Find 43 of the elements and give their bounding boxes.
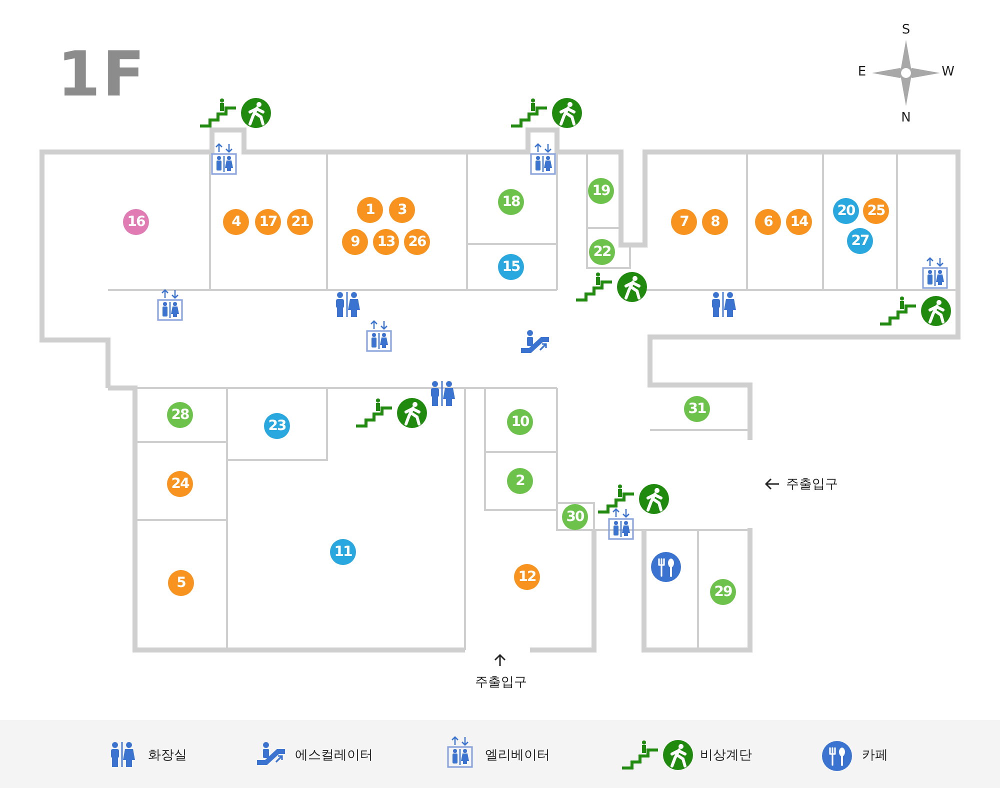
entrance-label: 주출입구	[786, 476, 838, 493]
store-number-marker: 25	[863, 198, 889, 224]
legend-label: 카페	[862, 747, 888, 764]
store-number-marker: 12	[514, 564, 540, 590]
store-number-marker: 30	[562, 504, 588, 530]
legend-label: 엘리베이터	[485, 747, 550, 764]
store-number-marker: 18	[498, 189, 524, 215]
store-number-marker: 31	[684, 396, 710, 422]
store-number-marker: 20	[833, 198, 859, 224]
store-number-marker: 10	[507, 409, 533, 435]
store-number-marker: 23	[264, 413, 290, 439]
legend-label: 화장실	[148, 747, 187, 764]
store-number-marker: 24	[167, 471, 193, 497]
store-number-marker: 16	[123, 209, 149, 235]
store-number-marker: 3	[389, 197, 415, 223]
legend-label: 비상계단	[700, 747, 752, 764]
store-number-marker: 28	[167, 402, 193, 428]
store-number-marker: 9	[342, 229, 368, 255]
store-number-marker: 14	[786, 209, 812, 235]
store-number-marker: 5	[168, 570, 194, 596]
legend-label: 에스컬레이터	[295, 747, 373, 764]
store-number-marker: 8	[702, 209, 728, 235]
store-number-marker: 17	[255, 209, 281, 235]
entrance-label: 주출입구	[475, 674, 527, 691]
floor-label: 1F	[57, 38, 147, 110]
store-number-marker: 22	[589, 239, 615, 265]
store-number-marker: 11	[330, 539, 356, 565]
store-number-marker: 19	[588, 178, 614, 204]
store-number-marker: 27	[847, 228, 873, 254]
store-number-marker: 7	[671, 209, 697, 235]
store-number-marker: 26	[404, 229, 430, 255]
store-number-marker: 13	[373, 229, 399, 255]
store-number-marker: 1	[357, 197, 383, 223]
store-number-marker: 29	[710, 579, 736, 605]
compass-letter: E	[858, 64, 866, 80]
store-number-marker: 21	[287, 209, 313, 235]
store-number-marker: 4	[223, 209, 249, 235]
store-number-marker: 6	[755, 209, 781, 235]
compass-letter: W	[942, 64, 954, 80]
store-number-marker: 15	[498, 254, 524, 280]
compass-letter: S	[902, 22, 910, 38]
store-number-marker: 2	[507, 468, 533, 494]
compass-letter: N	[901, 110, 911, 126]
